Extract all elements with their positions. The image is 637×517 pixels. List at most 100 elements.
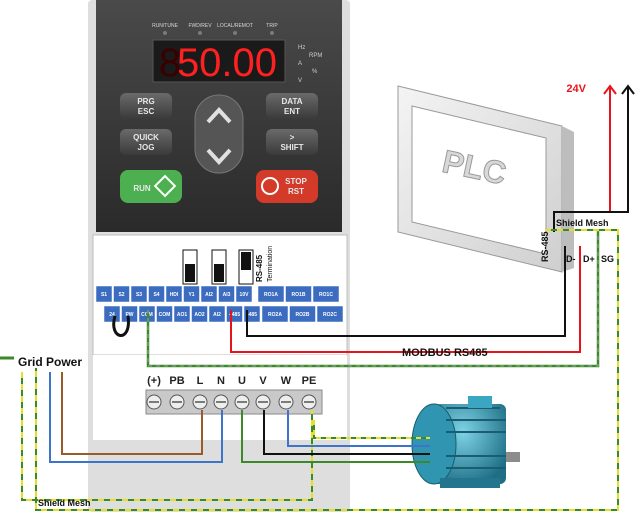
wire-0v-black — [553, 86, 629, 232]
terminal-label: AO2 — [194, 312, 205, 318]
termination-label: Termination — [267, 246, 274, 282]
terminal-cell — [200, 285, 218, 303]
shift-arrow-icon: > — [290, 133, 295, 142]
prg-esc-key[interactable] — [120, 93, 172, 119]
terminal-cell — [173, 305, 191, 323]
terminal-cell — [289, 305, 316, 323]
terminal-cell — [95, 285, 113, 303]
key-label: QUICK — [133, 133, 159, 142]
quick-jog-key[interactable] — [120, 129, 172, 155]
terminal-label: HDI — [170, 292, 179, 298]
led-label: RUN/TUNE — [152, 23, 178, 29]
plc-pin-d-minus: D- — [566, 254, 576, 264]
terminal-cell — [148, 285, 165, 303]
shift-key[interactable] — [266, 129, 318, 155]
power-terminal-label: N — [217, 375, 225, 387]
terminal-label: 10V — [240, 292, 250, 298]
led-label: FWD/REV — [188, 23, 212, 29]
display-digit-off: 8 — [159, 41, 181, 85]
data-ent-key[interactable] — [266, 93, 318, 119]
wire-motor-v — [263, 410, 430, 455]
terminal-label: +485 — [229, 312, 240, 318]
vfd-drive: RUN/TUNE FWD/REV LOCAL/REMOT TRIP 50.00 … — [88, 0, 350, 512]
terminal-label: RO2C — [323, 312, 337, 318]
key-label: DATA — [281, 97, 302, 106]
led-indicator — [163, 31, 167, 35]
wire-motor-w — [287, 410, 430, 447]
dip-lever — [241, 252, 251, 270]
power-terminal-label: (+) — [147, 375, 161, 387]
terminal-label: -485 — [247, 312, 257, 318]
unit-label: RPM — [309, 53, 322, 59]
key-label: ESC — [138, 107, 155, 116]
terminal-label: RO2A — [268, 312, 282, 318]
key-label: RST — [288, 187, 304, 196]
wiring — [0, 84, 635, 511]
jumper-loop — [112, 315, 130, 337]
wire-d-plus — [230, 246, 581, 353]
terminal-label: COM — [159, 312, 171, 318]
key-label: PRG — [137, 97, 154, 106]
up-down-rocker — [194, 94, 244, 174]
terminal-label: AI2 — [213, 312, 221, 318]
up-arrow-icon[interactable] — [206, 107, 232, 124]
led-indicator — [198, 31, 202, 35]
terminal-cell — [285, 285, 312, 303]
power-terminal-label: PB — [169, 375, 184, 387]
key-label: RUN — [133, 184, 151, 193]
seven-segment-display — [152, 39, 286, 83]
display-value: 50.00 — [177, 41, 277, 85]
terminal-label: AO1 — [177, 312, 188, 318]
plc-pin-d-plus: D+ — [583, 254, 595, 264]
terminal-label: S4 — [153, 292, 159, 298]
grid-power-label: Grid Power — [18, 355, 82, 369]
motor-endcap — [411, 403, 457, 485]
unit-label: % — [312, 69, 318, 75]
wire-motor-u — [241, 410, 430, 463]
run-key[interactable] — [120, 170, 182, 203]
terminal-cell — [316, 305, 344, 323]
motor-base — [440, 478, 500, 488]
motor-terminal-box — [468, 396, 492, 408]
terminal-cell — [261, 305, 289, 323]
terminal-cell — [208, 305, 226, 323]
led-row: RUN/TUNE FWD/REV LOCAL/REMOT TRIP — [152, 23, 278, 35]
plc-unit: PLC — [397, 85, 574, 273]
wire-sg-mesh — [147, 230, 599, 367]
wire-line — [61, 372, 203, 455]
run-diamond-icon — [153, 174, 177, 198]
stop-icon — [261, 177, 279, 195]
terminal-label: S2 — [118, 292, 124, 298]
motor-shaft — [506, 452, 520, 462]
power-terminal-block — [145, 389, 323, 415]
dip-lever — [185, 264, 195, 282]
terminal-cell — [113, 285, 130, 303]
stop-rst-key[interactable] — [256, 170, 318, 203]
key-label: ENT — [284, 107, 300, 116]
terminal-cell — [218, 285, 235, 303]
terminal-cell — [235, 285, 253, 303]
unit-label: Hz — [298, 45, 305, 51]
wire-d-minus — [246, 246, 566, 337]
power-terminal-label: PE — [302, 375, 317, 387]
power-terminal-label: U — [238, 375, 246, 387]
terminal-cell — [183, 285, 200, 303]
motor — [411, 396, 520, 488]
rs485-switch-label: RS-485 — [255, 254, 264, 282]
terminal-cell — [165, 285, 183, 303]
terminal-cell — [130, 285, 148, 303]
unit-label: A — [298, 61, 302, 67]
terminal-label: RO1A — [264, 292, 278, 298]
down-arrow-icon[interactable] — [206, 148, 232, 165]
supply-label: 24V — [566, 83, 586, 95]
terminal-cell — [156, 305, 173, 323]
terminal-label: RO2B — [296, 312, 310, 318]
plc-rs485-label: RS-485 — [540, 231, 550, 262]
key-label: STOP — [285, 177, 307, 186]
led-indicator — [233, 31, 237, 35]
wire-neutral — [49, 372, 223, 463]
shield-mesh-label-bottom: Shield Mesh — [38, 498, 91, 508]
